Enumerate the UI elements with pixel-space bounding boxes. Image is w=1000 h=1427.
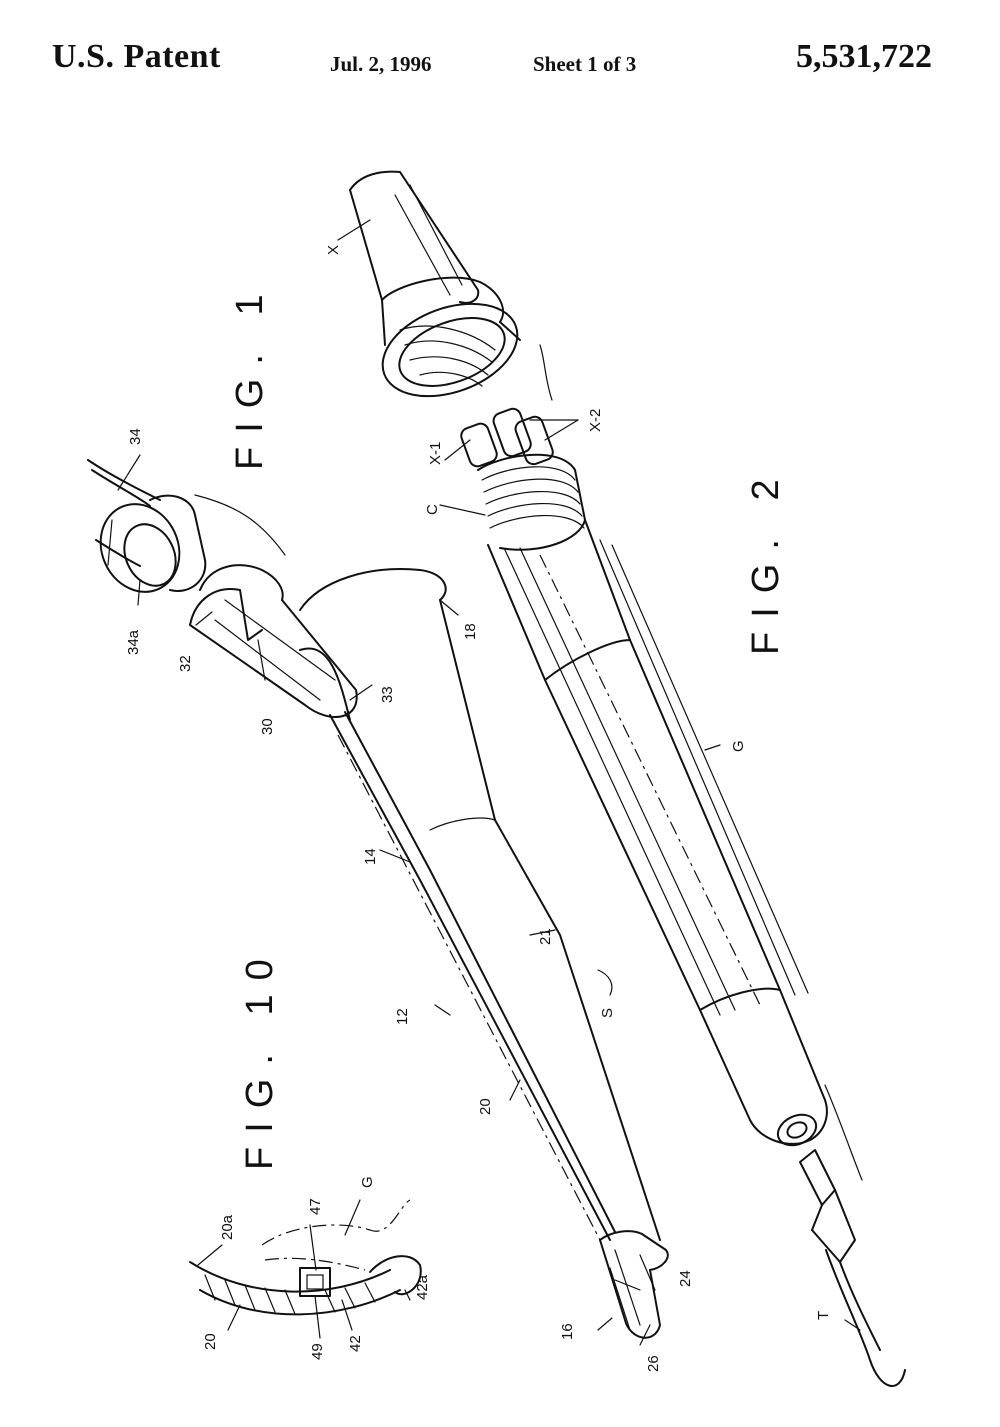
ref-label-24: 24: [677, 1270, 694, 1287]
ref-label-C: C: [424, 504, 441, 515]
patent-title: U.S. Patent: [52, 38, 221, 75]
ref-label-33: 33: [379, 686, 396, 703]
fig2-cord-T: [799, 1149, 906, 1387]
ref-label-S: S: [599, 1008, 616, 1018]
fig2-brace-bottom: [824, 1084, 863, 1181]
ref-label-21: 21: [537, 928, 554, 945]
ref-label-X: X: [325, 245, 342, 255]
fig2-brace-top: [539, 344, 553, 401]
ref-label-20: 20: [477, 1098, 494, 1115]
ref-label-30: 30: [259, 718, 276, 735]
ref-label-G: G: [730, 740, 747, 752]
fig10-title: FIG. 10: [239, 945, 281, 1170]
fig1-brace: [194, 494, 286, 556]
fig1-tip-body-12: [299, 568, 669, 1339]
ref-label-X-1: X-1: [427, 442, 444, 465]
sheet-indicator: Sheet 1 of 3: [533, 52, 637, 76]
fig10-label-G: G: [359, 1176, 376, 1188]
ref-label-X-2: X-2: [587, 409, 604, 432]
fig10-label-47: 47: [307, 1198, 324, 1215]
fig10-label-42: 42: [347, 1335, 364, 1352]
ref-label-T: T: [815, 1311, 832, 1320]
fig10-label-49: 49: [309, 1343, 326, 1360]
patent-number: 5,531,722: [796, 38, 932, 75]
ref-label-26: 26: [645, 1355, 662, 1372]
ref-label-18: 18: [462, 623, 479, 640]
fig2-connector-C: [460, 407, 586, 551]
ref-label-12: 12: [394, 1008, 411, 1025]
patent-date: Jul. 2, 1996: [330, 52, 432, 76]
ref-label-14: 14: [362, 848, 379, 865]
fig10-label-42a: 42a: [414, 1274, 431, 1300]
ref-label-32: 32: [177, 655, 194, 672]
fig2-handpiece-body-G: [487, 519, 828, 1147]
fig2-title: FIG. 2: [745, 465, 787, 655]
fig1-title: FIG. 1: [229, 280, 271, 470]
leader-lines: [117, 219, 861, 1346]
ref-label-34: 34: [127, 428, 144, 445]
fig1-sleeve-34a: [99, 494, 207, 593]
fig2-cap-X: [349, 170, 521, 398]
fig10-section: [189, 1199, 422, 1316]
fig1-connector-32: [189, 564, 358, 718]
ref-label-16: 16: [559, 1323, 576, 1340]
ref-label-34a: 34a: [125, 629, 142, 655]
fig10-label-20: 20: [202, 1333, 219, 1350]
fig10-label-20a: 20a: [219, 1214, 236, 1240]
